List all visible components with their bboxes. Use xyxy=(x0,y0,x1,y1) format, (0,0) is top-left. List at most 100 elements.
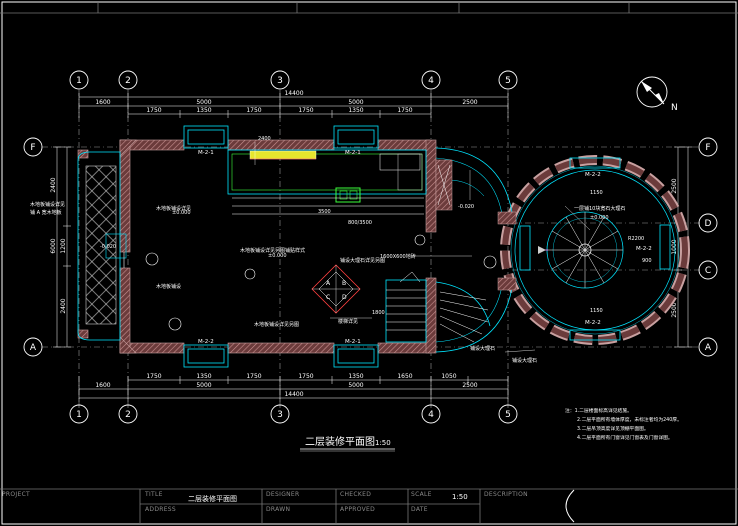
title-block: PROJECT TITLE 二层装修平面图 ADDRESS DESIGNER D… xyxy=(0,489,738,526)
dim-left-total: 6000 xyxy=(50,238,57,253)
grid-label-5-top: 5 xyxy=(505,76,511,86)
grid-label-A-right: A xyxy=(705,343,712,353)
window-tag-7: M-2-2 xyxy=(636,246,652,252)
dim-top-r2-2: 1350 xyxy=(196,107,211,114)
dim-top-total: 14400 xyxy=(284,90,303,97)
note-4: 4.二层平面所有门窗详见门窗表及门窗详图。 xyxy=(577,434,673,441)
tb-drawn-label: DRAWN xyxy=(266,506,291,513)
round-tower xyxy=(500,155,690,345)
index-markers xyxy=(145,234,497,331)
tb-date-label: DATE xyxy=(411,506,428,513)
grid-label-A-left: A xyxy=(30,343,37,353)
tb-scale-value: 1:50 xyxy=(452,493,468,501)
dim-top-r1-2: 5000 xyxy=(196,99,211,106)
note-1: 注：1.二层楼面标高详见结施。 xyxy=(565,407,632,414)
text-bay-2: 铺 A 宽木地板 xyxy=(30,209,62,216)
medallion-label-c: C xyxy=(326,294,330,301)
text-bay: 木地板铺设详见 xyxy=(30,201,65,208)
text-note-a: 1600X600地砖 xyxy=(380,253,416,260)
text-right-1: 铺设大理石 xyxy=(470,345,495,352)
window-tag-2: M-2-1 xyxy=(345,150,361,156)
level-4: -0.020 xyxy=(458,204,474,210)
dimensions-bottom xyxy=(78,376,509,402)
window-tag-3: M-2-2 xyxy=(198,339,214,345)
text-left-1: 木地板铺设详见 xyxy=(156,205,191,212)
windows xyxy=(183,125,671,368)
dim-bot-r1-3: 5000 xyxy=(348,382,363,389)
tb-title-value: 二层装修平面图 xyxy=(188,495,237,503)
grid-label-3-bottom: 3 xyxy=(277,410,283,420)
drawing-title: 二层装修平面图 xyxy=(305,435,375,448)
grid-label-5-bottom: 5 xyxy=(505,410,511,420)
north-label: N xyxy=(671,103,678,113)
tb-designer-label: DESIGNER xyxy=(266,491,300,498)
tb-project-label: PROJECT xyxy=(2,491,31,498)
leader-lines xyxy=(254,142,591,353)
medallion-label-a: A xyxy=(326,280,331,287)
window-tag-6: M-2-2 xyxy=(585,320,601,326)
walls xyxy=(77,139,437,354)
text-right-2: 铺设大理石 xyxy=(512,357,537,364)
grid-label-1-top: 1 xyxy=(76,76,82,86)
level-3: -0.020 xyxy=(100,244,116,250)
window-tag-1: M-2-1 xyxy=(198,150,214,156)
grid-label-2-top: 2 xyxy=(125,76,131,86)
level-5: ±0.000 xyxy=(590,215,609,221)
text-center: 木地板铺设详见另图铺贴样式 xyxy=(240,247,305,254)
corridor xyxy=(435,147,517,353)
kitchen-counter xyxy=(227,149,453,215)
round-dim: 1150 xyxy=(590,190,603,196)
round-dim-2: 1150 xyxy=(590,308,603,314)
text-left-2: 木地板铺设 xyxy=(156,283,181,290)
dim-top-r1-3: 5000 xyxy=(348,99,363,106)
note-3: 3.二层吊顶高度详见顶棚平面图。 xyxy=(577,425,649,432)
dim-top-r2-5: 1350 xyxy=(348,107,363,114)
left-bay xyxy=(77,151,127,341)
north-arrow: N xyxy=(636,76,678,113)
small-dim: 900 xyxy=(642,258,652,264)
dim-top-r2-4: 1750 xyxy=(298,107,313,114)
text-note-b: 木地板铺设详见另图 xyxy=(254,321,299,328)
dim-top-r2-1: 1750 xyxy=(146,107,161,114)
tb-description-label: DESCRIPTION xyxy=(484,491,528,498)
dim-bot-r2-6: 1650 xyxy=(397,373,412,380)
dimensions-left xyxy=(53,146,71,348)
grid-label-F-left: F xyxy=(30,143,35,153)
text-stair: 楼梯详见 xyxy=(338,318,358,325)
grid-lines xyxy=(42,90,700,408)
drawing-scale: 1:50 xyxy=(375,439,391,447)
tb-scale-label: SCALE xyxy=(411,491,432,498)
dim-bot-r2-2: 1350 xyxy=(196,373,211,380)
dim-top-r2-6: 1750 xyxy=(397,107,412,114)
dim-top-r1-4: 2500 xyxy=(462,99,477,106)
bar-dim: 800/3500 xyxy=(348,220,372,226)
grid-label-4-bottom: 4 xyxy=(428,410,434,420)
medallion-label-d: D xyxy=(342,294,347,301)
dim-bot-r1-1: 1600 xyxy=(95,382,110,389)
level-1: ±0.000 xyxy=(268,253,287,259)
stair-dim: 1800 xyxy=(372,310,385,316)
dim-bot-r2-4: 1750 xyxy=(298,373,313,380)
tb-address-label: ADDRESS xyxy=(145,506,177,513)
grid-bubbles-left xyxy=(23,137,43,357)
dim-right-2: 1000 xyxy=(671,239,678,254)
floor-medallion: A B C D xyxy=(311,264,361,314)
grid-label-4-top: 4 xyxy=(428,76,434,86)
spiral-stairs xyxy=(538,211,624,289)
tb-checked-label: CHECKED xyxy=(340,491,372,498)
dim-left-1: 2400 xyxy=(50,177,57,192)
dim-top-r1-1: 1600 xyxy=(95,99,110,106)
grid-label-D-right: D xyxy=(705,219,712,229)
grid-label-3-top: 3 xyxy=(277,76,283,86)
main-stairs xyxy=(385,271,491,343)
dim-left-2: 1200 xyxy=(60,238,67,253)
tb-approved-label: APPROVED xyxy=(340,506,376,513)
dim-bot-total: 14400 xyxy=(284,391,303,398)
dim-bot-r2-3: 1750 xyxy=(246,373,261,380)
text-mid-2: 铺设大理石详见另图 xyxy=(340,257,385,264)
grid-bubbles-bottom xyxy=(69,404,518,424)
window-tag-5: M-2-2 xyxy=(585,172,601,178)
grid-bubbles-top xyxy=(69,70,518,90)
